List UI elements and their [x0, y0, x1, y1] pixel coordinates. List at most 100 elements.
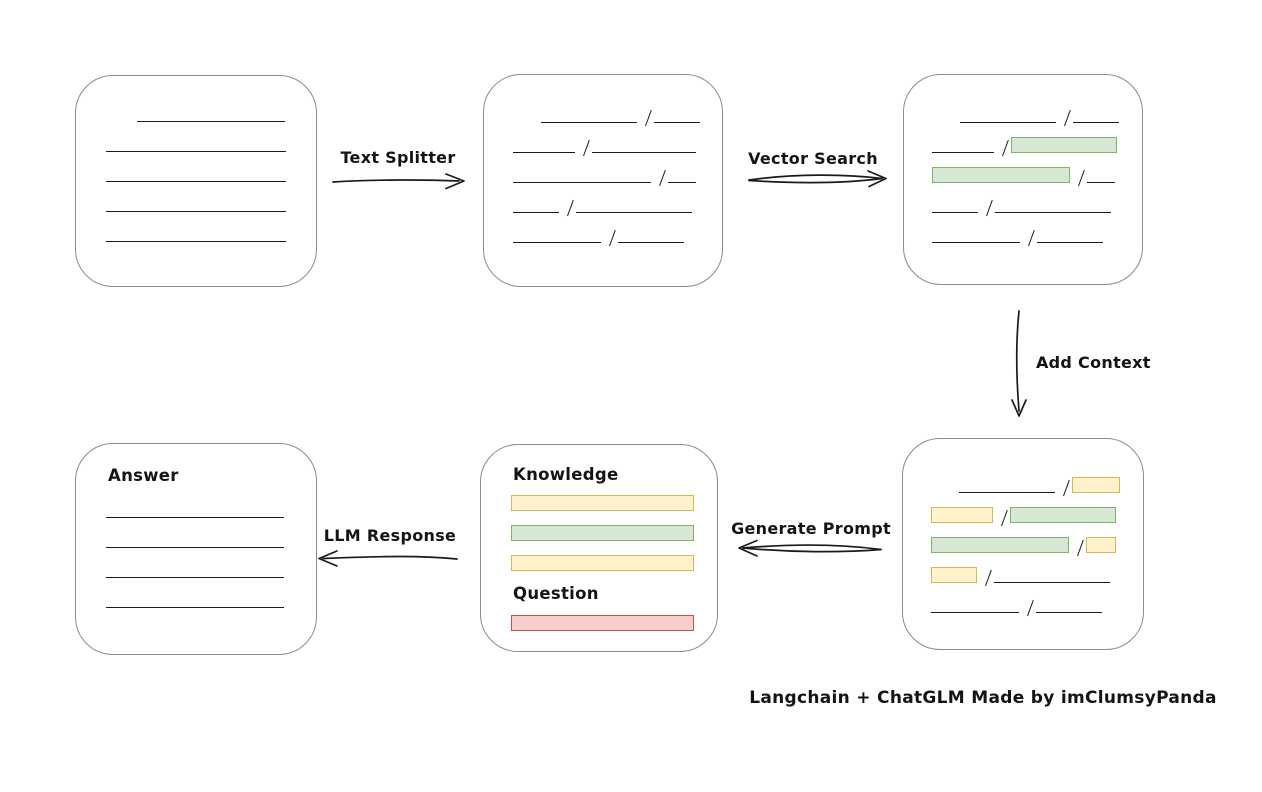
yellow-segment	[1072, 477, 1120, 493]
line-segment	[106, 547, 284, 548]
chunk-row	[511, 481, 694, 511]
green-segment	[932, 167, 1070, 183]
line-segment	[513, 182, 651, 183]
chunk-row	[106, 152, 286, 182]
generate-prompt-arrow	[738, 539, 882, 557]
line-segment	[959, 492, 1055, 493]
generate-prompt-label: Generate Prompt	[731, 519, 891, 538]
answer-lines	[106, 488, 284, 608]
llm-response-label: LLM Response	[323, 526, 457, 545]
line-segment	[932, 212, 978, 213]
slash-separator	[1028, 229, 1035, 247]
chunk-row	[513, 93, 700, 127]
line-segment	[106, 241, 286, 242]
line-segment	[513, 242, 601, 243]
chunk-row	[511, 601, 694, 631]
line-segment	[1037, 242, 1103, 243]
chunk-row	[932, 123, 1119, 157]
knowledge-label: Knowledge	[513, 465, 619, 484]
chunk-row	[106, 122, 286, 152]
line-segment	[931, 612, 1019, 613]
line-segment	[1036, 612, 1102, 613]
line-segment	[932, 242, 1020, 243]
split-text-box	[483, 74, 723, 287]
yellow-segment	[1086, 537, 1116, 553]
question-bars	[511, 601, 694, 631]
llm-response-arrow	[318, 550, 458, 567]
line-segment	[137, 121, 285, 122]
line-segment	[106, 151, 286, 152]
green-segment	[931, 537, 1069, 553]
slash-separator	[609, 229, 616, 247]
line-segment	[106, 211, 286, 212]
context-result-box	[902, 438, 1144, 650]
chunk-row	[511, 541, 694, 571]
line-segment	[654, 122, 700, 123]
chunk-row	[932, 93, 1119, 127]
question-label: Question	[513, 584, 599, 603]
green-segment	[1010, 507, 1116, 523]
green-segment	[1011, 137, 1117, 153]
line-segment	[994, 582, 1110, 583]
chunk-row	[931, 523, 1120, 557]
answer-label: Answer	[108, 466, 179, 485]
line-segment	[513, 212, 559, 213]
vector-search-label: Vector Search	[748, 149, 878, 168]
chunk-row	[106, 548, 284, 578]
line-segment	[513, 152, 575, 153]
chunk-row	[932, 213, 1119, 247]
line-segment	[995, 212, 1111, 213]
line-segment	[106, 577, 284, 578]
chunk-row	[931, 463, 1120, 497]
line-segment	[106, 181, 286, 182]
yellow-segment	[931, 507, 993, 523]
line-segment	[106, 517, 284, 518]
chunk-row	[931, 553, 1120, 587]
line-segment	[576, 212, 692, 213]
chunk-row	[511, 511, 694, 541]
chunk-row	[931, 583, 1120, 617]
chunk-row	[513, 183, 700, 217]
knowledge-bars	[511, 481, 694, 571]
split-text-rows	[513, 93, 700, 247]
chunk-row	[106, 518, 284, 548]
add-context-label: Add Context	[1036, 353, 1151, 372]
line-segment	[541, 122, 637, 123]
chunk-row	[513, 153, 700, 187]
vector-result-rows	[932, 93, 1119, 247]
vector-search-arrow	[748, 170, 887, 188]
slash-separator	[1027, 599, 1034, 617]
line-segment	[618, 242, 684, 243]
line-segment	[106, 607, 284, 608]
chunk-row	[932, 153, 1119, 187]
prompt-box: Knowledge Question	[480, 444, 718, 652]
text-splitter-label: Text Splitter	[340, 148, 456, 167]
line-segment	[1087, 182, 1115, 183]
diagram-caption: Langchain + ChatGLM Made by imClumsyPand…	[749, 688, 1217, 708]
yellow-segment	[511, 555, 694, 571]
context-result-rows	[931, 463, 1120, 617]
answer-box: Answer	[75, 443, 317, 655]
line-segment	[960, 122, 1056, 123]
yellow-segment	[931, 567, 977, 583]
chunk-row	[932, 183, 1119, 217]
chunk-row	[106, 212, 286, 242]
chunk-row	[513, 123, 700, 157]
vector-search-result-box	[903, 74, 1143, 285]
chunk-row	[931, 493, 1120, 527]
line-segment	[932, 152, 994, 153]
yellow-segment	[511, 495, 694, 511]
green-segment	[511, 525, 694, 541]
chunk-row	[106, 488, 284, 518]
text-splitter-arrow	[332, 173, 465, 190]
chunk-row	[106, 578, 284, 608]
chunk-row	[513, 213, 700, 247]
source-document-lines	[106, 92, 286, 242]
chunk-row	[106, 92, 286, 122]
line-segment	[1073, 122, 1119, 123]
line-segment	[592, 152, 696, 153]
add-context-arrow	[1011, 310, 1027, 417]
chunk-row	[106, 182, 286, 212]
red-segment	[511, 615, 694, 631]
